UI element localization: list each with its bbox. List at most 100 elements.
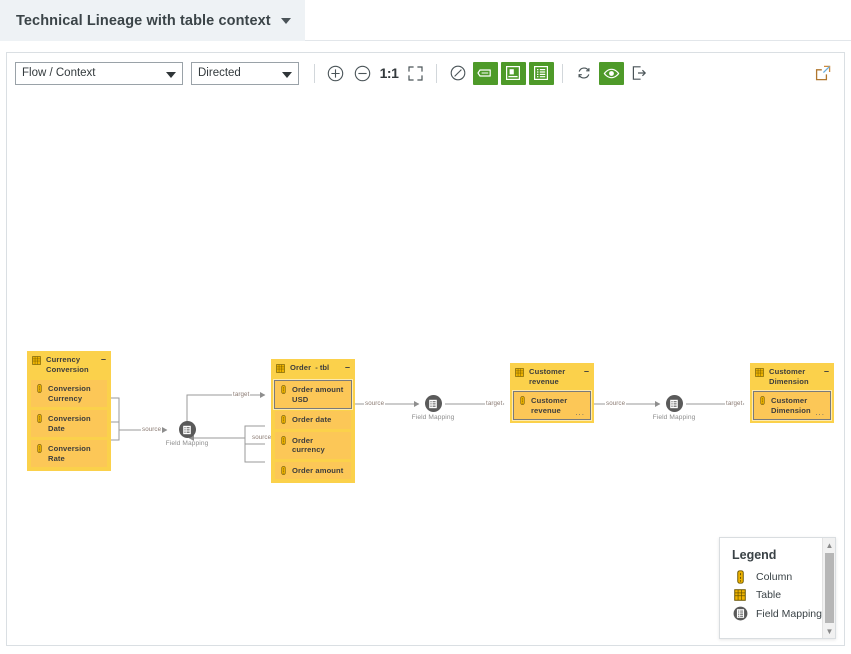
- table-node-columns: Conversion Currency Conversion Date: [27, 378, 111, 471]
- fit-screen-button[interactable]: [404, 62, 427, 85]
- column-icon: [281, 415, 286, 424]
- column-label: Conversion Rate: [48, 444, 91, 463]
- column-label: Order currency: [292, 435, 325, 455]
- field-mapping-node[interactable]: Field Mapping: [646, 395, 702, 421]
- table-node-name: Customer revenue: [529, 367, 566, 386]
- legend-item-table: Table: [732, 589, 825, 601]
- column-label: Conversion Date: [48, 414, 91, 433]
- column-row[interactable]: Conversion Currency: [31, 380, 107, 407]
- column-icon: [37, 444, 42, 453]
- toggle-columns-button[interactable]: [528, 61, 554, 85]
- fit-screen-icon: [408, 65, 423, 81]
- chevron-up-icon[interactable]: ▲: [825, 540, 834, 550]
- table-node-customer-revenue[interactable]: Customer revenue – Customer revenue ...: [510, 363, 594, 423]
- table-node-currency-conversion[interactable]: Currency Conversion – Conversion Currenc…: [27, 351, 111, 471]
- legend-item-label: Table: [756, 589, 782, 601]
- refresh-button[interactable]: [572, 62, 595, 85]
- column-row[interactable]: Order amount USD: [274, 380, 352, 409]
- edge-label: source: [251, 434, 273, 441]
- field-mapping-label: Field Mapping: [165, 440, 209, 447]
- visibility-button[interactable]: [598, 61, 624, 85]
- zoom-out-icon: [354, 65, 371, 81]
- lineage-diagram[interactable]: target source source source target sourc…: [7, 93, 844, 645]
- table-icon: [276, 364, 285, 373]
- export-icon: [632, 66, 646, 80]
- column-icon: [37, 384, 42, 393]
- column-label: Conversion Currency: [48, 384, 91, 403]
- column-label: Order amount USD: [292, 385, 344, 404]
- column-label: Order amount: [292, 465, 344, 475]
- field-mapping-icon: [732, 606, 748, 621]
- table-node-header[interactable]: Currency Conversion –: [27, 351, 111, 378]
- edge-label: source: [364, 400, 386, 407]
- page-title: Technical Lineage with table context: [16, 12, 271, 29]
- column-row[interactable]: Conversion Rate: [31, 440, 107, 467]
- column-row[interactable]: Conversion Date: [31, 410, 107, 437]
- export-button[interactable]: [627, 62, 650, 85]
- zoom-in-button[interactable]: [324, 62, 347, 85]
- chevron-down-icon[interactable]: ▼: [825, 626, 834, 636]
- table-node-suffix: - tbl: [315, 363, 330, 372]
- view-selector-chip[interactable]: Technical Lineage with table context: [0, 0, 305, 41]
- table-node-columns: Order amount USD Order date: [271, 379, 355, 483]
- refresh-icon: [578, 67, 589, 79]
- column-row[interactable]: Customer revenue ...: [513, 391, 591, 420]
- chevron-down-icon: [166, 71, 176, 78]
- column-row[interactable]: Order currency: [275, 431, 351, 459]
- column-row[interactable]: Order amount: [275, 461, 351, 479]
- circle-slash-icon: [450, 65, 465, 81]
- tag-icon: [477, 69, 491, 77]
- toggle-table-cards-button[interactable]: [500, 61, 526, 85]
- legend-content: Legend Column: [720, 538, 835, 621]
- collapse-icon[interactable]: –: [583, 366, 589, 376]
- table-node-customer-dimension[interactable]: Customer Dimension – Customer Dimension …: [750, 363, 834, 423]
- column-row[interactable]: Customer Dimension ...: [753, 391, 831, 420]
- collapse-icon[interactable]: –: [100, 354, 106, 364]
- field-mapping-icon: [665, 395, 683, 412]
- column-icon: [281, 435, 286, 445]
- flow-context-select[interactable]: Flow / Context: [15, 61, 183, 85]
- field-mapping-node[interactable]: Field Mapping: [159, 421, 215, 447]
- no-filter-button[interactable]: [446, 62, 469, 85]
- zoom-ratio-button[interactable]: 1:1: [378, 62, 400, 85]
- legend-title: Legend: [732, 548, 777, 562]
- column-overflow-icon[interactable]: ...: [575, 408, 585, 417]
- toggle-labels-button[interactable]: [472, 61, 498, 85]
- collapse-icon[interactable]: –: [344, 362, 350, 372]
- column-icon: [732, 570, 748, 584]
- legend-scrollbar-thumb[interactable]: [825, 553, 834, 623]
- field-mapping-node[interactable]: Field Mapping: [405, 395, 461, 421]
- collapse-icon[interactable]: –: [823, 366, 829, 376]
- title-bar: Technical Lineage with table context: [0, 0, 851, 41]
- legend-item-label: Column: [756, 571, 793, 583]
- column-row[interactable]: Order date: [275, 411, 351, 429]
- field-mapping-label: Field Mapping: [652, 414, 696, 421]
- toolbar-divider: [562, 63, 563, 83]
- table-node-header[interactable]: Order - tbl –: [271, 359, 355, 379]
- zoom-out-button[interactable]: [351, 62, 374, 85]
- table-node-header[interactable]: Customer Dimension –: [750, 363, 834, 390]
- column-overflow-icon[interactable]: ...: [815, 408, 825, 417]
- legend-item-label: Field Mapping: [756, 607, 822, 620]
- chevron-down-icon: [280, 17, 291, 24]
- list-icon: [534, 66, 549, 81]
- edge-label: source: [605, 400, 627, 407]
- open-new-window-button[interactable]: [811, 62, 834, 85]
- table-card-icon: [506, 66, 521, 81]
- eye-icon: [603, 68, 619, 78]
- legend-scrollbar[interactable]: ▲ ▼: [822, 538, 835, 638]
- edge-label: target: [485, 400, 504, 407]
- diagram-toolbar: Flow / Context Directed: [7, 53, 844, 93]
- field-mapping-icon: [424, 395, 442, 412]
- table-node-columns: Customer Dimension ...: [750, 390, 834, 423]
- chevron-down-icon: [282, 71, 292, 78]
- column-icon: [37, 414, 42, 423]
- table-node-order[interactable]: Order - tbl – Order amount USD: [271, 359, 355, 483]
- direction-value: Directed: [198, 67, 241, 79]
- direction-select[interactable]: Directed: [191, 61, 299, 85]
- lineage-canvas-frame: Flow / Context Directed: [6, 52, 845, 646]
- table-node-name: Order: [290, 363, 312, 372]
- legend-item-field-mapping: Field Mapping: [732, 606, 825, 621]
- table-node-header[interactable]: Customer revenue –: [510, 363, 594, 390]
